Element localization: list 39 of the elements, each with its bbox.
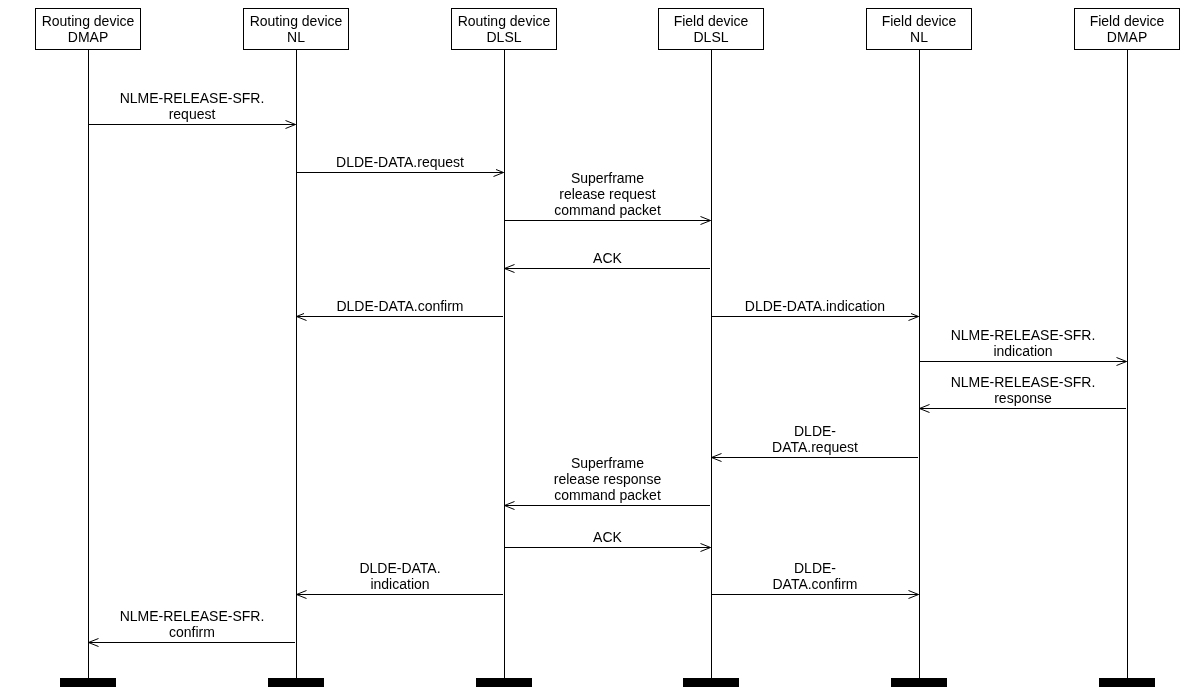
message-arrow bbox=[504, 501, 711, 510]
message-arrow bbox=[296, 590, 504, 599]
participant-name: DMAP bbox=[1106, 29, 1148, 45]
participant-box bbox=[451, 8, 557, 50]
message-arrow bbox=[711, 590, 919, 599]
participant-name: DLSL bbox=[486, 29, 522, 45]
edge-label: Superframe release request command packet bbox=[551, 170, 664, 218]
lifeline bbox=[1127, 50, 1128, 678]
lifeline bbox=[296, 50, 297, 678]
lifeline bbox=[919, 50, 920, 678]
participant-name: NL bbox=[287, 29, 305, 45]
lifeline bbox=[711, 50, 712, 678]
message-arrow bbox=[296, 168, 504, 177]
participant-box bbox=[658, 8, 764, 50]
message-arrow bbox=[711, 453, 919, 462]
participant-name: Routing device bbox=[249, 13, 343, 29]
message-arrow bbox=[504, 216, 711, 225]
message-arrow bbox=[919, 404, 1127, 413]
message-arrow bbox=[504, 543, 711, 552]
message-arrow bbox=[504, 264, 711, 273]
participant-name: Field device bbox=[1089, 13, 1165, 29]
message-arrow bbox=[711, 312, 919, 321]
participant-name: Field device bbox=[881, 13, 957, 29]
participant-name: NL bbox=[910, 29, 928, 45]
participant-box bbox=[35, 8, 141, 50]
lifeline bbox=[88, 50, 89, 678]
message-arrow bbox=[296, 312, 504, 321]
participant-box bbox=[243, 8, 349, 50]
participant-box bbox=[866, 8, 972, 50]
message-arrow bbox=[88, 638, 296, 647]
participant-name: Routing device bbox=[41, 13, 135, 29]
participant-name: Routing device bbox=[457, 13, 551, 29]
participant-name: Field device bbox=[673, 13, 749, 29]
participant-name: DLSL bbox=[693, 29, 729, 45]
message-arrow bbox=[919, 357, 1127, 366]
message-arrow bbox=[88, 120, 296, 129]
participant-name: DMAP bbox=[67, 29, 109, 45]
lifeline bbox=[504, 50, 505, 678]
participant-box bbox=[1074, 8, 1180, 50]
